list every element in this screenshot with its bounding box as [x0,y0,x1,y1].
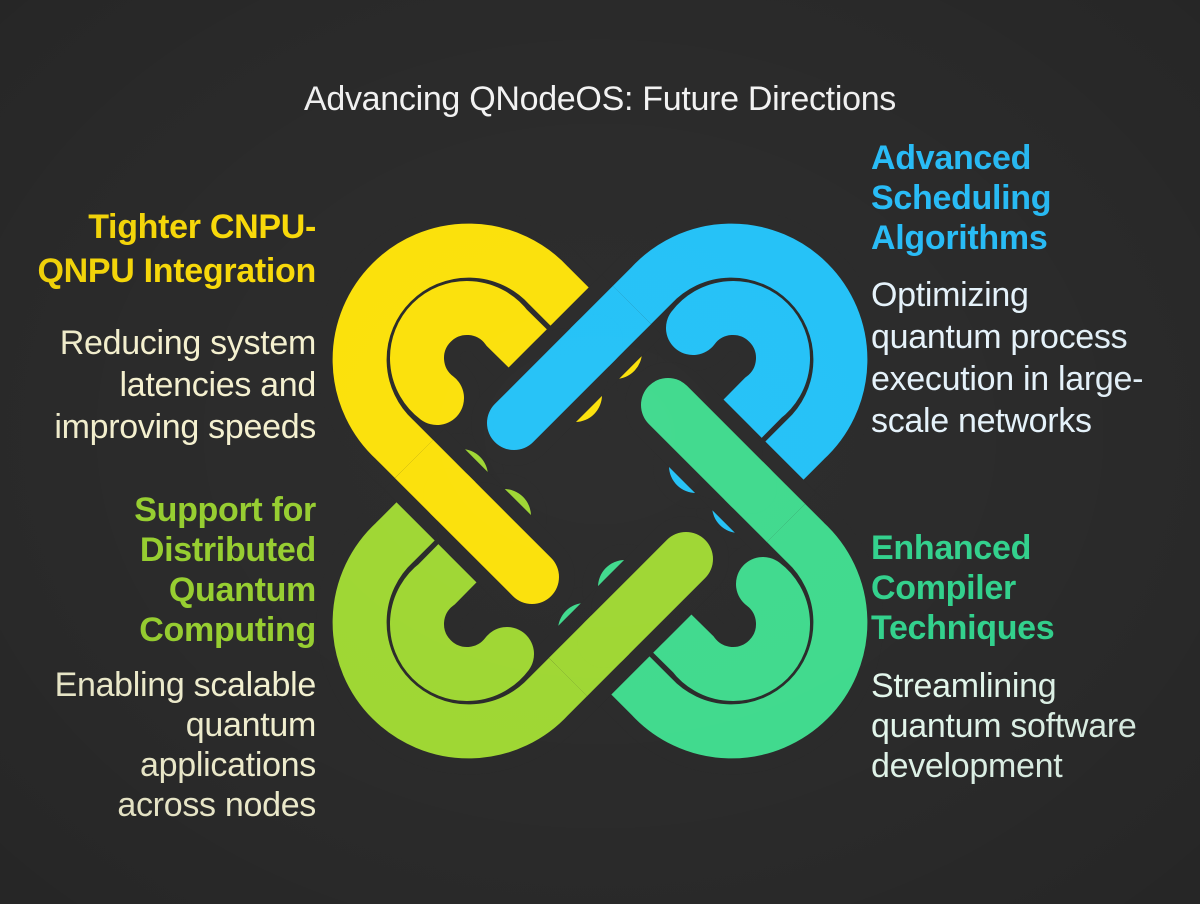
knot-loop-blue [471,207,884,549]
knot-cap-end [423,468,575,620]
knot-cap-end [577,516,729,668]
knot-loop-yellow [316,207,658,620]
knot-loop-green [542,362,884,775]
knot-loop-lime [316,433,729,775]
knot-cap-end [471,314,623,466]
knot-cap-end [625,362,777,514]
page-title: Advancing QNodeOS: Future Directions [303,80,897,118]
topleft-heading: Tighter CNPU-QNPU Integration [37,208,316,290]
